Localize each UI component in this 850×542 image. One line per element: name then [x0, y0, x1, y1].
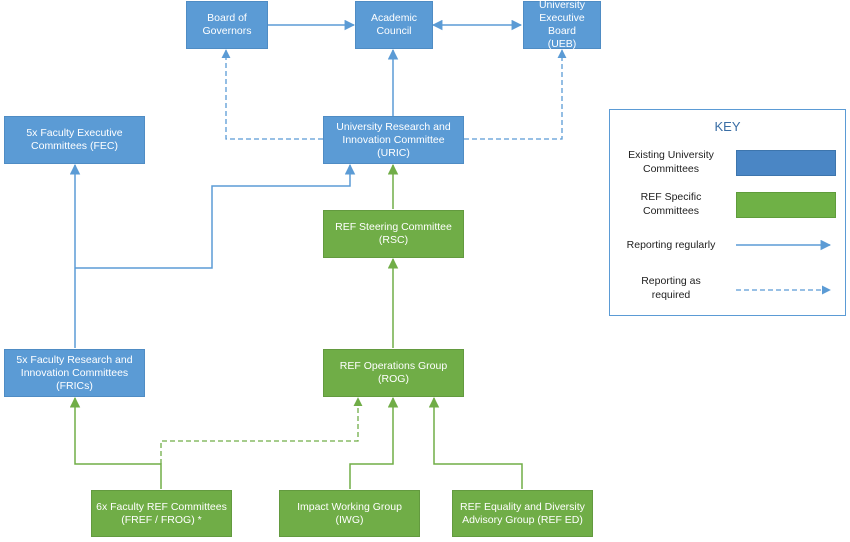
node-ueb: University Executive Board (UEB)	[523, 0, 601, 50]
node-ref-ed: REF Equality and Diversity Advisory Grou…	[452, 490, 593, 537]
legend-title: KEY	[714, 119, 741, 134]
legend-label-existing: Existing University Committees	[628, 149, 714, 175]
legend-label-as-required: Reporting as required	[641, 275, 701, 301]
node-fref: 6x Faculty REF Committees (FREF / FROG) …	[91, 490, 232, 537]
edge-iwg-rog	[349, 396, 399, 489]
node-iwg: Impact Working Group (IWG)	[279, 490, 420, 537]
node-rog: REF Operations Group (ROG)	[323, 349, 464, 397]
legend-line-regular	[736, 239, 832, 251]
legend-label-ref-specific: REF Specific Committees	[640, 191, 702, 217]
node-uric: University Research and Innovation Commi…	[323, 116, 464, 164]
node-academic-council: Academic Council	[355, 1, 433, 49]
edge-frics-uric	[75, 163, 356, 269]
node-frics: 5x Faculty Research and Innovation Commi…	[4, 349, 145, 397]
edge-uric-bog-dashed	[221, 49, 323, 140]
legend-swatch-existing	[736, 150, 836, 176]
legend-swatch-ref-specific	[736, 192, 836, 218]
edge-uric-ueb-dashed	[464, 49, 567, 140]
legend: KEY Existing University Committees REF S…	[609, 109, 846, 316]
edge-fref-rog-dashed	[160, 397, 363, 464]
node-board-of-governors: Board of Governors	[186, 1, 268, 49]
legend-label-regular: Reporting regularly	[626, 239, 716, 251]
legend-line-as-required	[736, 285, 831, 295]
edge-fref-frics	[69, 396, 162, 489]
node-fec: 5x Faculty Executive Committees (FEC)	[4, 116, 145, 164]
edge-refed-rog	[428, 396, 523, 489]
node-rsc: REF Steering Committee (RSC)	[323, 210, 464, 258]
